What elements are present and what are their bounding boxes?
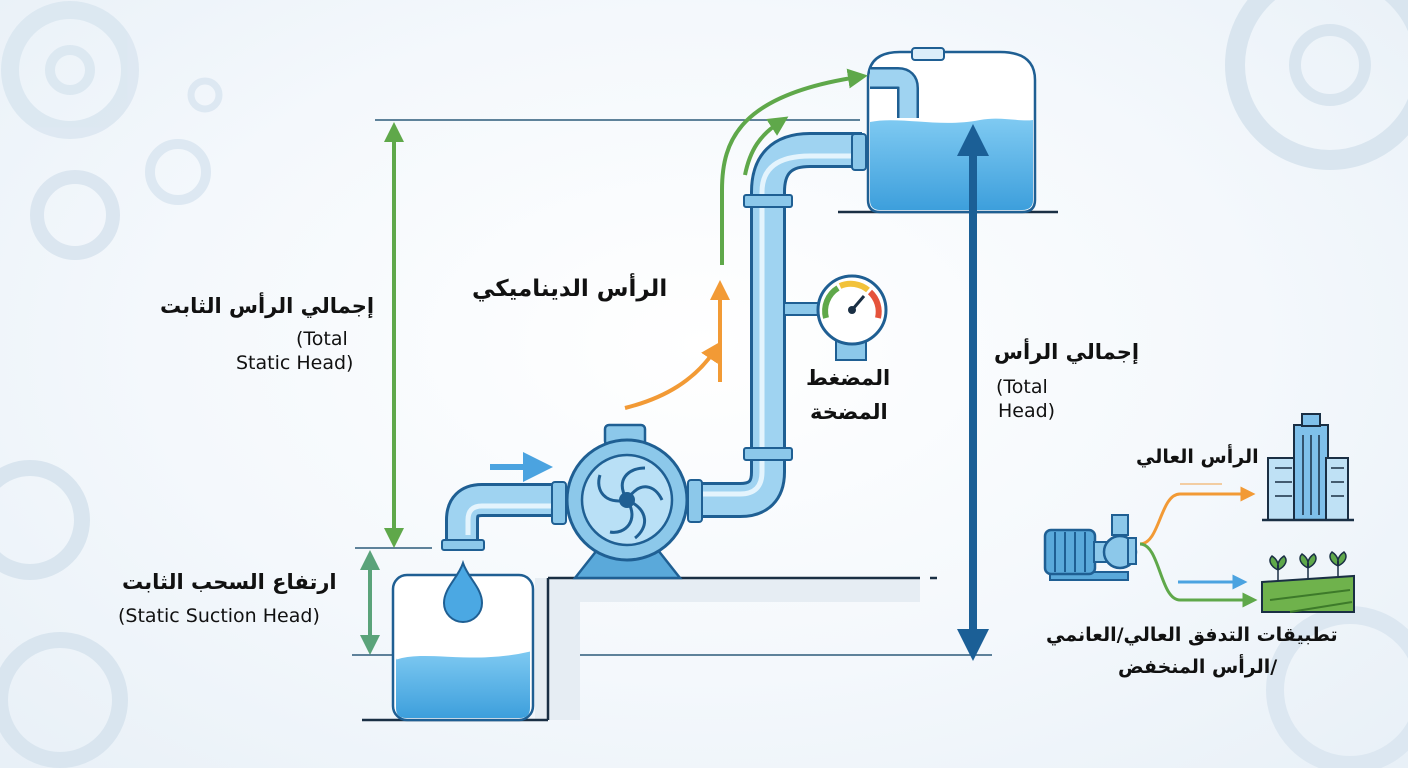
- total-head-label-ar: إجمالي الرأس: [994, 340, 1140, 364]
- pump-pressure-label-1: المضغط: [806, 366, 891, 390]
- pressure-gauge-icon: [783, 274, 888, 361]
- building-icon: [1262, 413, 1354, 522]
- high-head-label: الرأس العالي: [1136, 446, 1259, 468]
- application-branch-green: [1139, 542, 1258, 608]
- discharge-pipe: [687, 132, 867, 523]
- static-suction-head-label-en: (Static Suction Head): [118, 605, 320, 627]
- application-branch-orange: [1139, 486, 1256, 546]
- dynamic-head-arrow-green: [743, 116, 789, 176]
- dynamic-head-arrow-green: [720, 68, 868, 265]
- total-head-label-en-1: (Total: [996, 376, 1048, 398]
- pump-icon: [565, 423, 689, 580]
- total-static-head-label-ar: إجمالي الرأس الثابت: [160, 294, 375, 318]
- pump-motor-icon: [1043, 514, 1138, 581]
- suction-pipe: [441, 481, 567, 551]
- gear-icon: [30, 170, 120, 260]
- static-suction-head-label-ar: ارتفاع السحب الثابت: [122, 570, 337, 594]
- total-static-head-label-en-1: (Total: [296, 328, 348, 350]
- water-drop-icon: [442, 559, 484, 623]
- dynamic-head-arrow-orange: [624, 341, 721, 410]
- applications-label-1: تطبيقات التدفق العالي/العانمي: [1046, 624, 1338, 646]
- pump-pressure-label-2: المضخة: [810, 400, 888, 424]
- gear-icon: [1, 1, 139, 139]
- applications-label-2: /الرأس المنخفض: [1118, 656, 1278, 678]
- gear-icon: [1266, 606, 1408, 768]
- gear-icon: [1225, 0, 1408, 170]
- total-head-label-en-2: Head): [998, 400, 1056, 422]
- gear-icon: [145, 77, 223, 205]
- gear-icon: [0, 460, 128, 768]
- dynamic-head-label: الرأس الديناميكي: [472, 276, 668, 302]
- upper-tank: [838, 47, 1058, 214]
- plants-icon: [1261, 551, 1355, 613]
- total-static-head-label-en-2: Static Head): [236, 352, 354, 374]
